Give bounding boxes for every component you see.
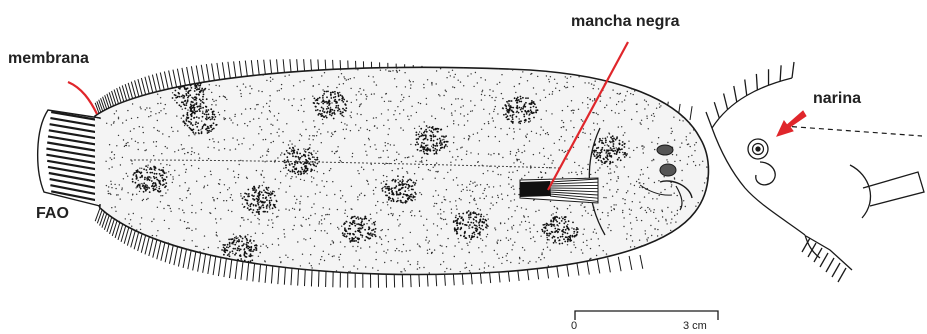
caudal-fin xyxy=(38,110,105,206)
membrana-label: membrana xyxy=(8,50,89,68)
black-spot xyxy=(520,181,551,197)
narina-label: narina xyxy=(813,90,861,108)
scale-end-label: 3 cm xyxy=(683,320,707,332)
source-label: FAO xyxy=(36,205,69,223)
fish-body-outline xyxy=(89,67,708,274)
nostril-pointer-arrow xyxy=(777,111,806,136)
fish-drawing xyxy=(38,59,711,288)
scale-start-label: 0 xyxy=(571,320,577,332)
scale-bar xyxy=(575,311,718,320)
membrana-pointer xyxy=(68,82,97,114)
mancha-negra-label: mancha negra xyxy=(571,13,679,31)
pectoral-fin xyxy=(520,178,598,203)
